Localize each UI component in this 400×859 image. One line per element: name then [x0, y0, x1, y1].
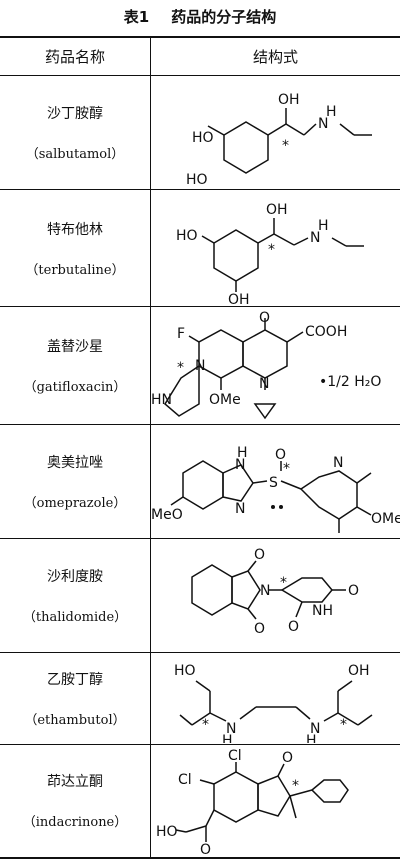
atom-label: HN: [151, 392, 172, 408]
drug-name-cell: 沙利度胺 （thalidomide）: [0, 539, 151, 653]
hydrate-label: •1/2 H₂O: [319, 374, 381, 390]
drug-name-cell: 特布他林 （terbutaline）: [0, 190, 151, 307]
atom-label: OH: [278, 92, 300, 108]
structure-cell: O O N O O NH *: [151, 539, 400, 653]
atom-label: N: [333, 455, 343, 471]
drug-name-cn: 盖替沙星: [0, 336, 150, 356]
structure-cell: HO OH N H N H * *: [151, 653, 400, 745]
stereo-star: *: [292, 778, 299, 794]
atom-label: HO: [192, 130, 214, 146]
atom-label: HO: [176, 228, 198, 244]
stereo-star: *: [280, 575, 287, 591]
table-caption: 表1 药品的分子结构: [0, 6, 400, 27]
drug-name-cn: 乙胺丁醇: [0, 669, 150, 689]
atom-label: N: [235, 457, 245, 473]
atom-label: HO: [186, 172, 208, 188]
stereo-star: *: [340, 717, 347, 733]
atom-label: H: [326, 104, 337, 120]
drug-name-cell: 乙胺丁醇 （ethambutol）: [0, 653, 151, 745]
drug-name-en: （salbutamol）: [0, 143, 150, 162]
indacrinone-structure: Cl Cl O O HO *: [156, 746, 396, 856]
atom-label: N: [259, 376, 269, 392]
stereo-star: *: [282, 138, 289, 154]
table-row: 茚达立酮 （indacrinone） Cl: [0, 745, 400, 858]
drug-structure-table: 药品名称 结构式 沙丁胺醇 （salbutamol） HO: [0, 36, 400, 859]
atom-label: N: [195, 358, 205, 374]
drug-name-en: （gatifloxacin）: [0, 376, 150, 395]
atom-label: N: [235, 501, 245, 517]
stereo-star: *: [268, 242, 275, 258]
atom-label: Cl: [228, 748, 242, 764]
atom-label: OH: [228, 292, 250, 304]
atom-label: MeO: [151, 507, 183, 523]
drug-name-en: （indacrinone）: [0, 811, 150, 830]
drug-name-en: （thalidomide）: [0, 606, 150, 625]
drug-name-cn: 奥美拉唑: [0, 452, 150, 472]
atom-label: OMe: [209, 392, 241, 408]
structure-cell: HO HO OH * N H: [151, 76, 400, 190]
atom-label: HO: [156, 824, 178, 840]
atom-label: S: [269, 475, 278, 491]
atom-label: O: [254, 547, 265, 563]
gatifloxacin-structure: O COOH F OMe N N HN * •1/2 H₂O: [151, 308, 400, 424]
thalidomide-structure: O O N O O NH *: [156, 541, 396, 651]
header-drug-name: 药品名称: [0, 37, 151, 76]
drug-name-cn: 沙利度胺: [0, 566, 150, 586]
drug-name-cell: 茚达立酮 （indacrinone）: [0, 745, 151, 858]
structure-cell: H N N S O * N OMe MeO: [151, 425, 400, 539]
atom-label: O: [200, 842, 211, 856]
stereo-star: *: [202, 717, 209, 733]
atom-label: F: [177, 326, 185, 342]
drug-name-en: （omeprazole）: [0, 492, 150, 511]
atom-label: HO: [174, 663, 196, 679]
salbutamol-structure: HO HO OH * N H: [156, 78, 396, 188]
atom-label: H: [318, 218, 329, 234]
table-row: 特布他林 （terbutaline） HO OH OH *: [0, 190, 400, 307]
drug-name-en: （terbutaline）: [0, 259, 150, 278]
terbutaline-structure: HO OH OH * N H: [156, 192, 396, 304]
atom-label: COOH: [305, 324, 347, 340]
drug-name-cn: 茚达立酮: [0, 771, 150, 791]
table-row: 奥美拉唑 （omeprazole） H N N: [0, 425, 400, 539]
atom-label: OH: [266, 202, 288, 218]
structure-cell: HO OH OH * N H: [151, 190, 400, 307]
structure-cell: Cl Cl O O HO *: [151, 745, 400, 858]
structure-cell: O COOH F OMe N N HN * •1/2 H₂O: [151, 307, 400, 425]
stereo-star: *: [283, 461, 290, 477]
drug-name-en: （ethambutol）: [0, 709, 150, 728]
drug-name-cell: 沙丁胺醇 （salbutamol）: [0, 76, 151, 190]
atom-label: Cl: [178, 772, 192, 788]
table-number: 表1: [124, 8, 149, 26]
drug-name-cn: 特布他林: [0, 219, 150, 239]
atom-label: O: [259, 310, 270, 326]
atom-label: OMe: [371, 511, 400, 527]
drug-name-cell: 奥美拉唑 （omeprazole）: [0, 425, 151, 539]
drug-name-cn: 沙丁胺醇: [0, 103, 150, 123]
header-row: 药品名称 结构式: [0, 37, 400, 76]
table-row: 沙利度胺 （thalidomide） O O N O O: [0, 539, 400, 653]
table-row: 乙胺丁醇 （ethambutol）: [0, 653, 400, 745]
atom-label: H: [306, 733, 317, 743]
atom-label: N: [260, 583, 270, 599]
ethambutol-structure: HO OH N H N H * *: [166, 655, 386, 743]
atom-label: O: [254, 621, 265, 637]
drug-name-cell: 盖替沙星 （gatifloxacin）: [0, 307, 151, 425]
table-title: 药品的分子结构: [171, 8, 276, 26]
atom-label: NH: [312, 603, 333, 619]
table-row: 盖替沙星 （gatifloxacin） O COOH F O: [0, 307, 400, 425]
atom-label: O: [282, 750, 293, 766]
atom-label: H: [222, 733, 233, 743]
atom-label: OH: [348, 663, 370, 679]
table-row: 沙丁胺醇 （salbutamol） HO HO OH * N: [0, 76, 400, 190]
atom-label: O: [348, 583, 359, 599]
omeprazole-structure: H N N S O * N OMe MeO: [151, 427, 400, 537]
atom-label: O: [288, 619, 299, 635]
stereo-star: *: [177, 360, 184, 376]
header-structure: 结构式: [151, 37, 400, 76]
